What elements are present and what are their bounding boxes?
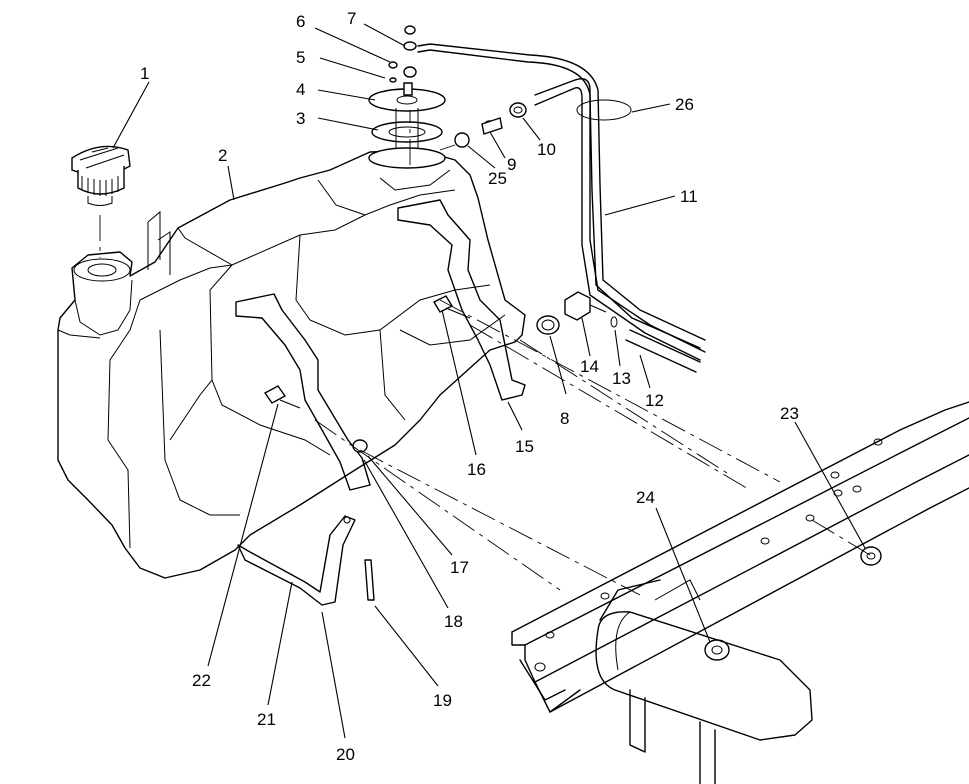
callout-22: 22 bbox=[192, 671, 211, 690]
callout-8: 8 bbox=[560, 409, 569, 428]
callout-15: 15 bbox=[515, 437, 534, 456]
callout-13: 13 bbox=[612, 369, 631, 388]
frame-rail bbox=[511, 401, 969, 784]
callout-5: 5 bbox=[296, 48, 305, 67]
callout-17: 17 bbox=[450, 558, 469, 577]
sender-assembly bbox=[368, 25, 446, 169]
line-clamp-parts bbox=[536, 291, 701, 373]
callout-20: 20 bbox=[336, 745, 355, 764]
leader-lines bbox=[112, 23, 866, 739]
callout-9: 9 bbox=[507, 155, 516, 174]
callout-23: 23 bbox=[780, 404, 799, 423]
callout-14: 14 bbox=[580, 357, 599, 376]
callout-labels: 1 2 3 4 5 6 7 8 9 10 11 12 13 14 15 16 1… bbox=[140, 9, 799, 764]
fuel-tank bbox=[57, 149, 526, 579]
callout-10: 10 bbox=[537, 140, 556, 159]
fittings bbox=[454, 102, 527, 148]
callout-1: 1 bbox=[140, 64, 149, 83]
callout-19: 19 bbox=[433, 691, 452, 710]
callout-18: 18 bbox=[444, 612, 463, 631]
callout-6: 6 bbox=[296, 12, 305, 31]
callout-3: 3 bbox=[296, 109, 305, 128]
callout-12: 12 bbox=[645, 391, 664, 410]
callout-26: 26 bbox=[675, 95, 694, 114]
callout-24: 24 bbox=[636, 488, 655, 507]
callout-2: 2 bbox=[218, 146, 227, 165]
callout-11: 11 bbox=[680, 187, 698, 206]
callout-16: 16 bbox=[467, 460, 486, 479]
callout-4: 4 bbox=[296, 80, 305, 99]
assembly-centerlines bbox=[314, 110, 871, 596]
tank-strap bbox=[237, 515, 375, 606]
callout-7: 7 bbox=[347, 9, 356, 28]
fuel-lines bbox=[417, 43, 706, 361]
bolts bbox=[263, 295, 882, 661]
callout-25: 25 bbox=[488, 169, 507, 188]
callout-21: 21 bbox=[257, 710, 276, 729]
fuel-cap bbox=[71, 145, 131, 206]
tank-brackets bbox=[235, 199, 526, 491]
